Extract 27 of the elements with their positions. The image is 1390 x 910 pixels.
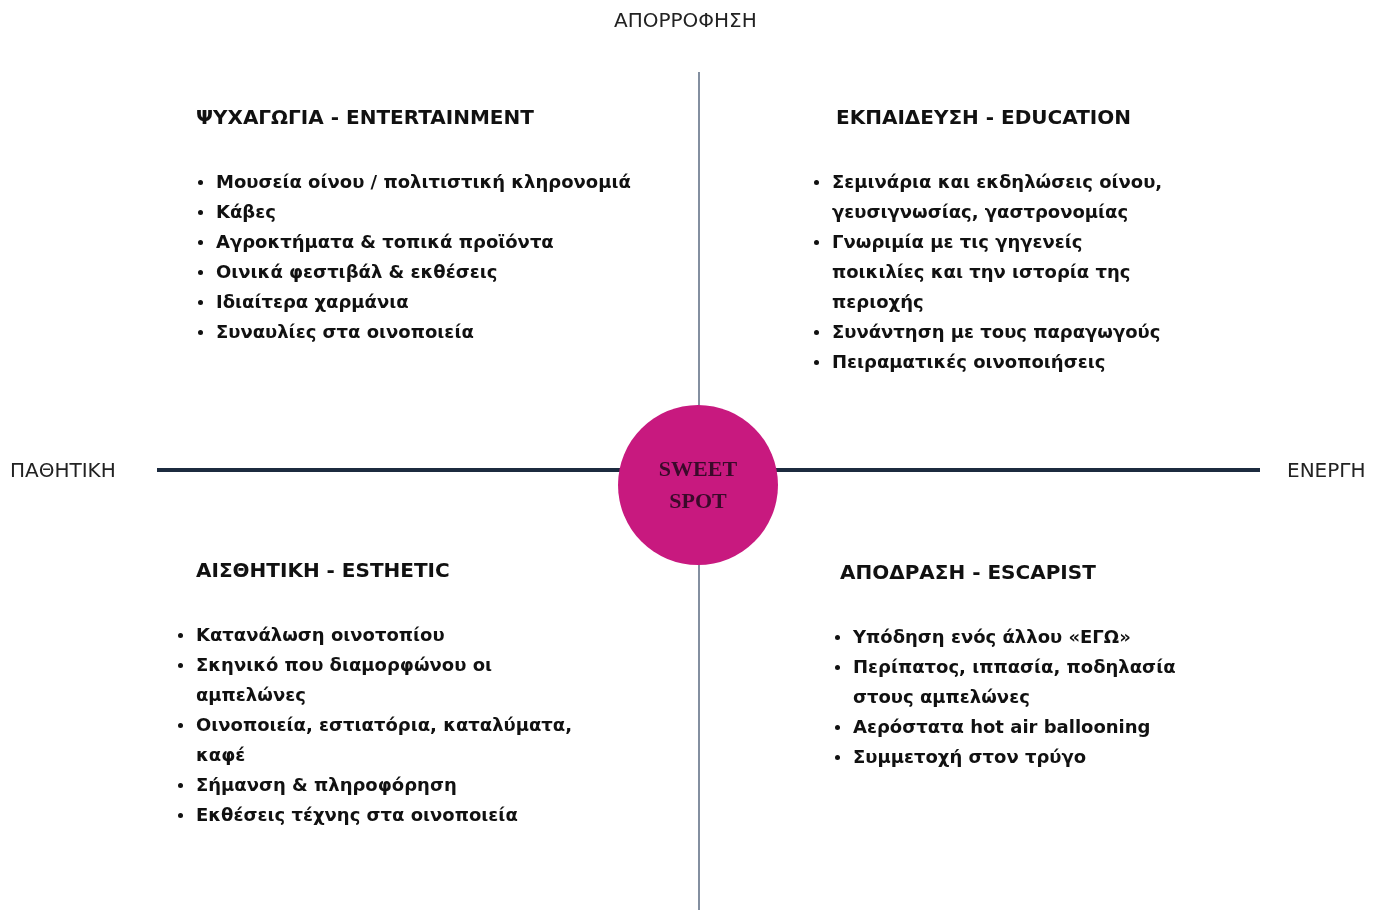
list-item-text: Σκηνικό που διαμορφώνου οι αμπελώνες (196, 654, 492, 705)
list-item-text: Μουσεία οίνου / πολιτιστική κληρονομιά (216, 171, 631, 192)
list-item-text: Κάβες (216, 201, 276, 222)
list-item-text: Οινικά φεστιβάλ & εκθέσεις (216, 261, 498, 282)
list-item-text: Συνάντηση με τους παραγωγούς (832, 321, 1161, 342)
list-item-text: Ιδιαίτερα χαρμάνια (216, 291, 409, 312)
quadrant-heading: ΕΚΠΑΙΔΕΥΣΗ - EDUCATION (836, 105, 1131, 129)
sweet-spot-circle: SWEET SPOT (618, 405, 778, 565)
list-item-text: Αγροκτήματα & τοπικά προϊόντα (216, 231, 554, 252)
list-item-text: Αερόστατα hot air ballooning (853, 716, 1151, 737)
quadrant-heading: ΨΥΧΑΓΩΓΙΑ - ENTERTAINMENT (196, 105, 534, 129)
list-item-text: Σεμινάρια και εκδηλώσεις οίνου, γευσιγνωσίας, γαστρονομίας (832, 171, 1163, 222)
list-item-text: Συναυλίες στα οινοποιεία (216, 321, 474, 342)
axis-label: ΕΝΕΡΓΗ (1287, 458, 1366, 482)
axis-label: ΠΑΘΗΤΙΚΗ (10, 458, 116, 482)
list-item-text: Εκθέσεις τέχνης στα οινοποιεία (196, 804, 518, 825)
list-item-text: Υπόδηση ενός άλλου «ΕΓΩ» (853, 626, 1131, 647)
list-item-text: Πειραματικές οινοποιήσεις (832, 351, 1106, 372)
quadrant-heading: ΑΠΟΔΡΑΣΗ - ESCAPIST (840, 560, 1096, 584)
quadrant-heading: ΑΙΣΘΗΤΙΚΗ - ESTHETIC (196, 558, 450, 582)
list-item-text: Συμμετοχή στον τρύγο (853, 746, 1087, 767)
list-item-text: Οινοποιεία, εστιατόρια, καταλύματα, καφέ (196, 714, 573, 765)
list-item-text: Περίπατος, ιππασία, ποδηλασία στους αμπελώνες (853, 656, 1176, 707)
axis-label: ΑΠΟΡΡΟΦΗΣΗ (614, 8, 757, 32)
list-item-text: Κατανάλωση οινοτοπίου (196, 624, 445, 645)
list-item-text: Γνωριμία με τις γηγενείς ποικιλίες και την ιστορία της περιοχής (832, 231, 1131, 312)
list-item-text: Σήμανση & πληροφόρηση (196, 774, 457, 795)
